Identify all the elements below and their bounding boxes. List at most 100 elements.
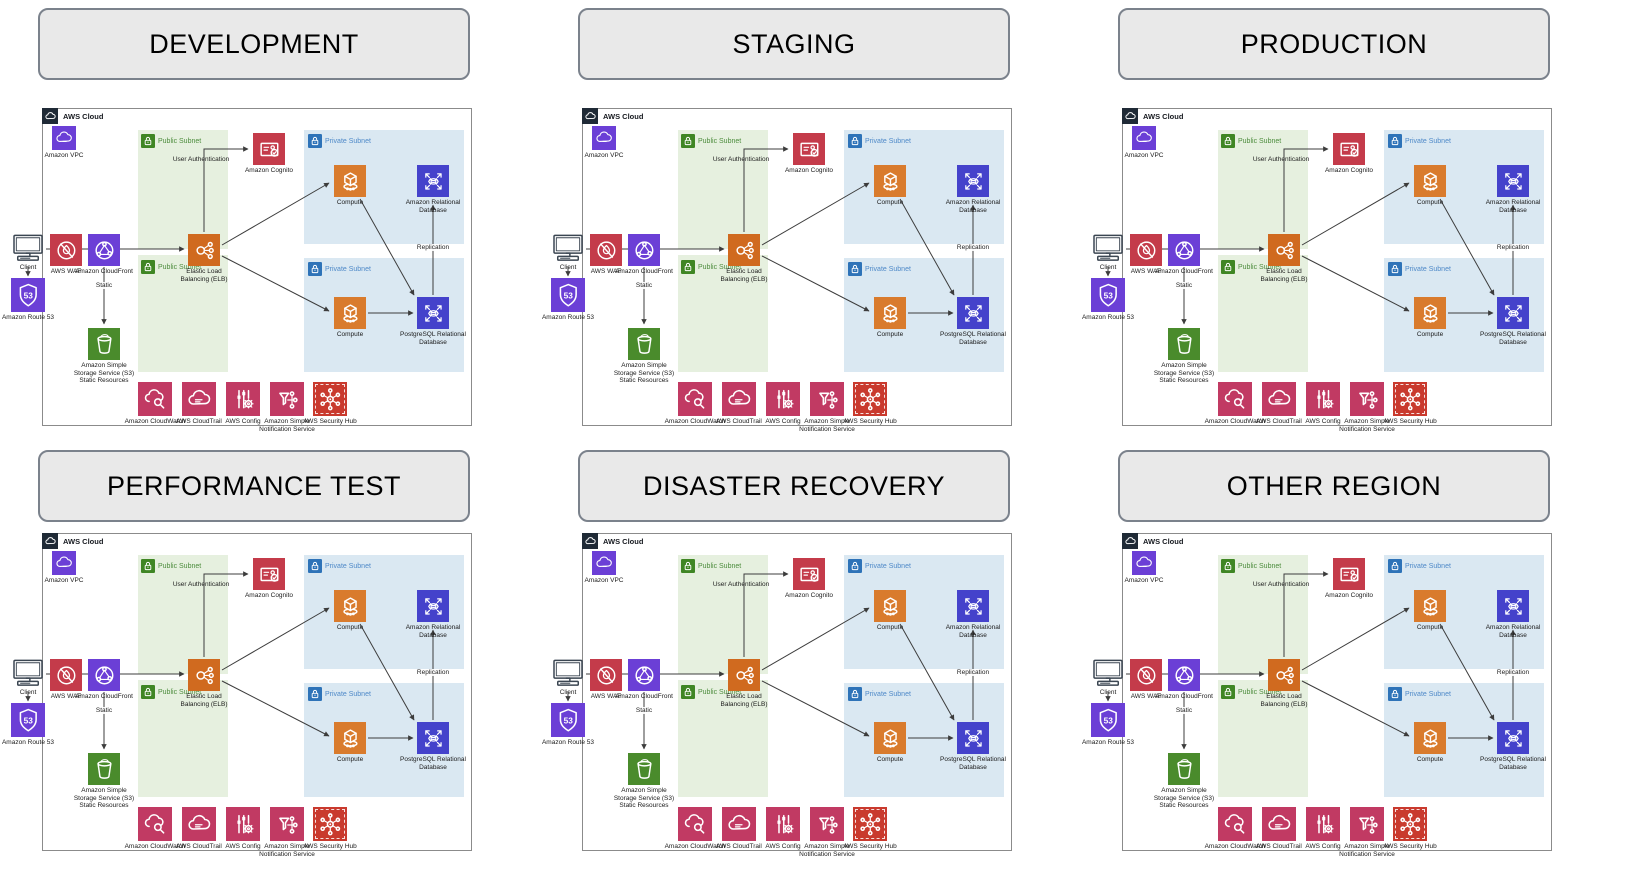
sns-node: Amazon Simple Notification Service [799,382,855,433]
postgres-label: PostgreSQL Relational Database [400,756,466,771]
waf-icon [50,234,82,266]
postgres-node: PostgreSQL Relational Database [1480,722,1546,771]
sns-icon [810,807,844,841]
lock-icon [848,262,862,276]
route53-node: 53 Amazon Route 53 [542,703,594,746]
private-subnet-tag-lower: Private Subnet [848,687,911,701]
environment-panel: OTHER REGION AWS [1082,450,1558,858]
compute-icon [1414,165,1446,197]
lock-icon [308,262,322,276]
postgres-node: PostgreSQL Relational Database [940,722,1006,771]
sns-node: Amazon Simple Notification Service [1339,807,1395,858]
waf-label: AWS WAF [590,268,622,275]
aws-cloud-header: AWS Cloud [42,108,103,124]
elb-icon [1268,659,1300,691]
public-subnet-lower [1218,255,1308,372]
environment-panel: PRODUCTION AWS Cl [1082,8,1558,433]
public-subnet-tag-lower: Public Subnet [141,260,201,274]
public-subnet-label: Public Subnet [158,688,202,696]
aws-cloud-header: AWS Cloud [1122,533,1183,549]
edge-elb-to-compute-lower [1301,680,1410,737]
vpc-label: Amazon VPC [44,152,84,159]
s3-label: Amazon Simple Storage Service (S3) Stati… [613,362,675,385]
edge-elb-to-compute-upper [221,607,330,671]
private-subnet-label: Private Subnet [1405,265,1451,273]
security-hub-label: AWS Security Hub [1383,418,1437,425]
aws-cloud-label: AWS Cloud [1143,537,1184,546]
private-subnet-label: Private Subnet [1405,690,1451,698]
lock-icon [1388,559,1402,573]
public-subnet-label: Public Subnet [1238,688,1282,696]
waf-icon [1130,659,1162,691]
route53-node: 53 Amazon Route 53 [1082,703,1134,746]
replication-edge-label: Replication [414,669,452,676]
route53-label: Amazon Route 53 [541,739,595,746]
edge-elb-to-compute-upper [221,182,330,246]
rds-node: Amazon Relational Database [1486,590,1540,639]
cloudwatch-node: Amazon CloudWatch [1205,807,1265,850]
vpc-label: Amazon VPC [584,577,624,584]
sns-icon [270,382,304,416]
public-subnet-tag-upper: Public Subnet [681,559,741,573]
cloudfront-node: Amazon CloudFront [75,659,133,700]
postgres-icon [957,297,989,329]
cognito-icon [1333,558,1365,590]
security-hub-node: AWS Security Hub [1383,382,1437,425]
route53-label: Amazon Route 53 [1081,314,1135,321]
architecture-diagram: AWS Cloud Amazon VPC Client 53 [542,106,1018,433]
user-authentication-edge-label: User Authentication [712,156,770,163]
elb-node: Elastic Load Balancing (ELB) [721,234,767,283]
public-subnet-upper [1218,555,1308,674]
lock-icon [848,559,862,573]
static-edge-label: Static [633,282,655,289]
client-node: Client [10,234,46,271]
s3-icon [88,753,120,785]
waf-label: AWS WAF [1130,693,1162,700]
environment-title: DEVELOPMENT [149,28,359,59]
compute-node-upper: Compute [1414,165,1446,206]
route53-icon: 53 [11,278,45,312]
elb-node: Elastic Load Balancing (ELB) [181,234,227,283]
cloudtrail-icon [182,807,216,841]
waf-node: AWS WAF [50,234,82,275]
public-subnet-tag-upper: Public Subnet [1221,559,1281,573]
aws-cloud-icon [42,533,58,549]
postgres-label: PostgreSQL Relational Database [940,331,1006,346]
cloudtrail-icon [722,807,756,841]
security-hub-node: AWS Security Hub [1383,807,1437,850]
compute-node-upper: Compute [874,590,906,631]
lock-icon [1221,134,1235,148]
s3-label: Amazon Simple Storage Service (S3) Stati… [1153,362,1215,385]
rds-label: Amazon Relational Database [405,199,461,214]
route53-label: Amazon Route 53 [541,314,595,321]
lock-icon [681,559,695,573]
lock-icon [848,134,862,148]
public-subnet-lower [138,680,228,797]
aws-cloud-icon [42,108,58,124]
cognito-node: Amazon Cognito [245,558,293,599]
vpc-label: Amazon VPC [584,152,624,159]
postgres-icon [1497,722,1529,754]
lock-icon [1221,559,1235,573]
client-node: Client [10,659,46,696]
postgres-node: PostgreSQL Relational Database [400,722,466,771]
cloudwatch-icon [1218,807,1252,841]
public-subnet-label: Public Subnet [158,562,202,570]
private-subnet-tag-lower: Private Subnet [308,262,371,276]
postgres-node: PostgreSQL Relational Database [940,297,1006,346]
public-subnet-label: Public Subnet [1238,263,1282,271]
public-subnet-label: Public Subnet [698,688,742,696]
compute-label: Compute [336,624,364,631]
cloudwatch-icon [138,382,172,416]
cloudfront-node: Amazon CloudFront [1155,659,1213,700]
public-subnet-upper [678,555,768,674]
edge-compute-upper-to-postgres [359,198,415,296]
lock-icon [681,260,695,274]
sns-label: Amazon Simple Notification Service [1339,843,1395,858]
cognito-node: Amazon Cognito [1325,133,1373,174]
svg-text:53: 53 [563,715,573,725]
cloudwatch-label: Amazon CloudWatch [1204,843,1266,850]
route53-icon: 53 [1091,703,1125,737]
edge-elb-to-cognito [203,146,249,232]
client-monitor-icon [13,659,43,686]
